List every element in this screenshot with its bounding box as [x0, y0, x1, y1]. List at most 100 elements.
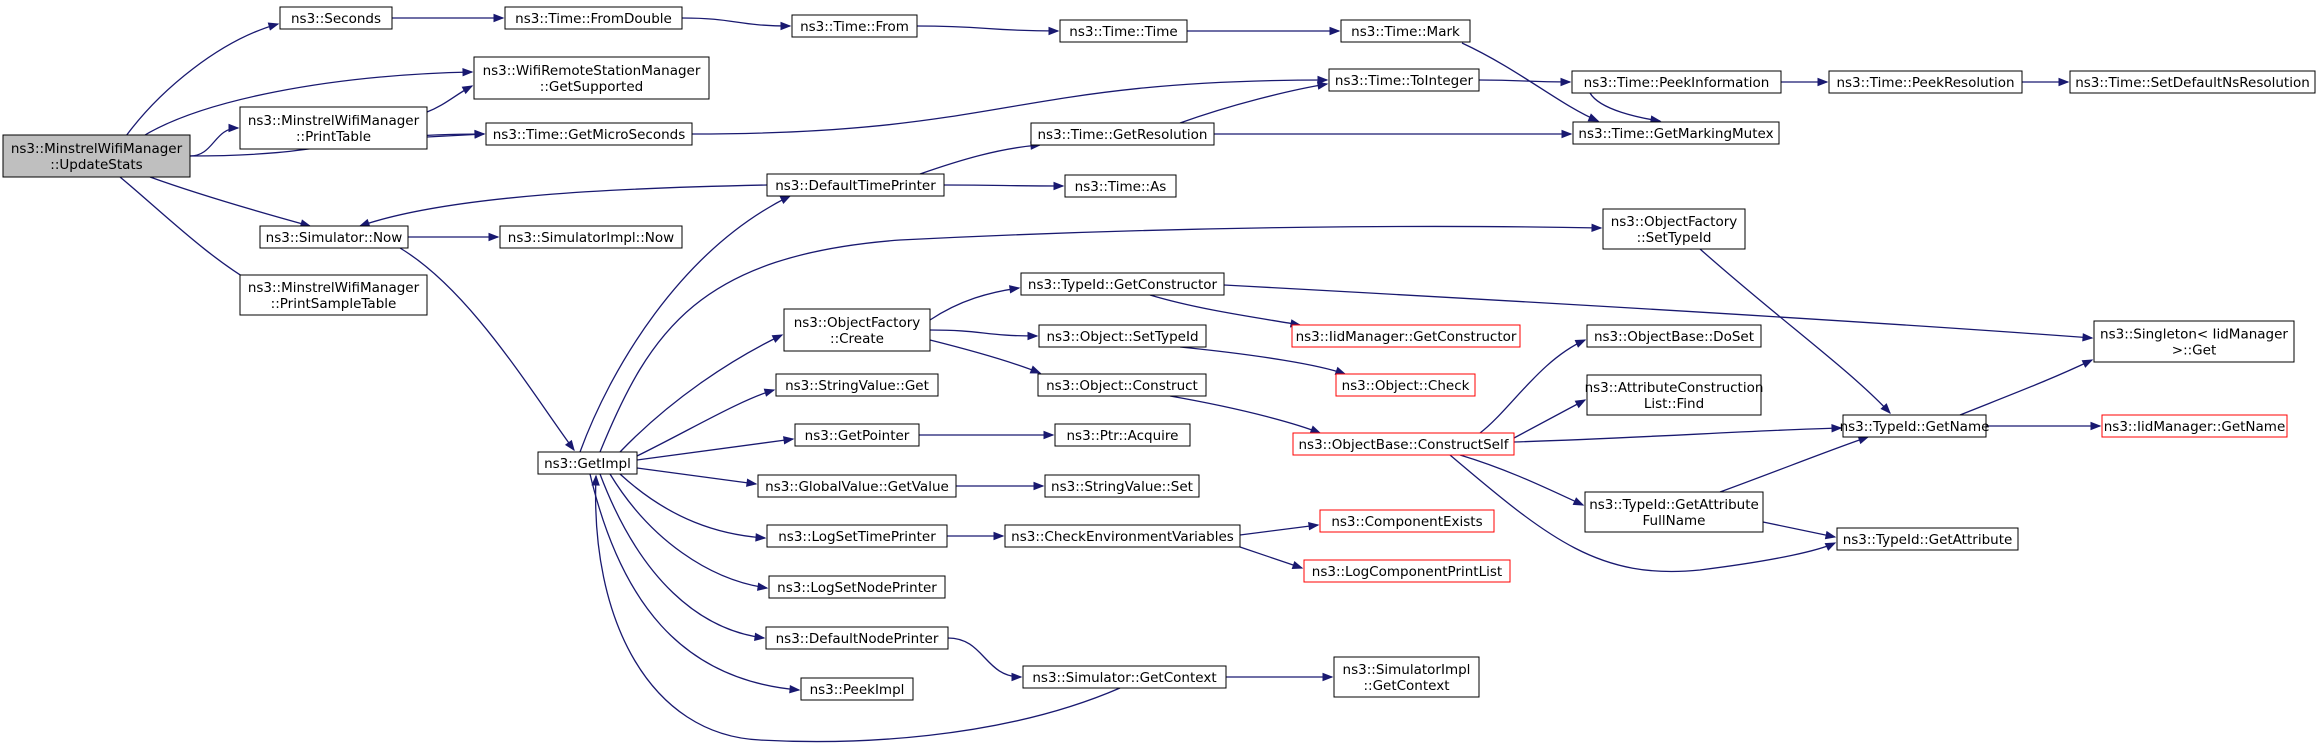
function-node-box[interactable] [239, 106, 428, 150]
function-node-box[interactable] [1328, 68, 1480, 92]
function-node-box[interactable] [279, 6, 393, 30]
function-node-box[interactable] [259, 225, 409, 249]
function-node-box[interactable] [1030, 122, 1215, 146]
function-node-getattribute[interactable]: ns3::TypeId::GetAttribute [1836, 527, 2019, 551]
function-node-getsupported[interactable]: ns3::WifiRemoteStationManager::GetSuppor… [473, 56, 710, 100]
function-node-box[interactable] [504, 6, 683, 30]
function-node-box[interactable] [1333, 656, 1480, 698]
function-node-box[interactable] [1340, 19, 1471, 43]
function-node-dosetnode[interactable]: ns3::ObjectBase::DoSet [1586, 324, 1762, 348]
function-node-box[interactable] [791, 14, 918, 38]
function-node-peekinfo[interactable]: ns3::Time::PeekInformation [1571, 70, 1782, 94]
function-node-ofcreate[interactable]: ns3::ObjectFactory::Create [783, 308, 931, 352]
function-node-box[interactable] [1038, 324, 1207, 348]
function-node-box[interactable] [757, 474, 957, 498]
function-node-box[interactable] [1586, 374, 1762, 416]
function-node-box[interactable] [775, 373, 939, 397]
function-node-box[interactable] [1836, 527, 2019, 551]
function-node-markingmutex[interactable]: ns3::Time::GetMarkingMutex [1572, 121, 1780, 145]
function-node-stringset[interactable]: ns3::StringValue::Set [1044, 474, 1200, 498]
function-node-time[interactable]: ns3::Time::Time [1059, 19, 1188, 43]
function-node-box[interactable] [1571, 70, 1782, 94]
function-node-box[interactable] [499, 225, 683, 249]
function-node-box[interactable] [485, 122, 693, 146]
function-node-getpointer[interactable]: ns3::GetPointer [794, 423, 920, 447]
function-node-iidgetconstructor[interactable]: ns3::IidManager::GetConstructor [1291, 324, 1521, 348]
function-node-simimplnow[interactable]: ns3::SimulatorImpl::Now [499, 225, 683, 249]
function-node-as[interactable]: ns3::Time::As [1064, 174, 1177, 198]
function-node-objcheck[interactable]: ns3::Object::Check [1335, 373, 1476, 397]
function-node-box[interactable] [768, 575, 946, 599]
function-node-simgetcontext[interactable]: ns3::Simulator::GetContext [1022, 665, 1227, 689]
function-node-simimplgetcontext[interactable]: ns3::SimulatorImpl::GetContext [1333, 656, 1480, 698]
function-node-logsetnode[interactable]: ns3::LogSetNodePrinter [768, 575, 946, 599]
function-node-box[interactable] [783, 308, 931, 352]
function-node-box[interactable] [1292, 432, 1515, 456]
function-node-logsettime[interactable]: ns3::LogSetTimePrinter [766, 524, 948, 548]
function-node-objsettypeid[interactable]: ns3::Object::SetTypeId [1038, 324, 1207, 348]
function-node-seconds[interactable]: ns3::Seconds [279, 6, 393, 30]
function-node-box[interactable] [1303, 559, 1511, 583]
function-node-box[interactable] [1044, 474, 1200, 498]
function-node-box[interactable] [794, 423, 920, 447]
function-node-defnodeprinter[interactable]: ns3::DefaultNodePrinter [765, 626, 949, 650]
function-node-getconstructor[interactable]: ns3::TypeId::GetConstructor [1020, 272, 1225, 296]
function-node-deftimeprinter[interactable]: ns3::DefaultTimePrinter [766, 173, 945, 197]
function-node-box[interactable] [1584, 491, 1764, 533]
function-node-box[interactable] [1059, 19, 1188, 43]
function-node-peekimpl[interactable]: ns3::PeekImpl [800, 677, 914, 701]
function-node-singleton[interactable]: ns3::Singleton< IidManager >::Get [2093, 320, 2295, 363]
function-node-fromdouble[interactable]: ns3::Time::FromDouble [504, 6, 683, 30]
function-node-printsample[interactable]: ns3::MinstrelWifiManager::PrintSampleTab… [239, 274, 428, 316]
function-node-objconstruct[interactable]: ns3::Object::Construct [1037, 373, 1207, 397]
function-node-from[interactable]: ns3::Time::From [791, 14, 918, 38]
function-node-getimpl[interactable]: ns3::GetImpl [537, 451, 638, 475]
function-node-simnow[interactable]: ns3::Simulator::Now [259, 225, 409, 249]
function-node-mark[interactable]: ns3::Time::Mark [1340, 19, 1471, 43]
function-node-box[interactable] [239, 274, 428, 316]
function-node-box[interactable] [1004, 524, 1241, 548]
function-node-box[interactable] [1022, 665, 1227, 689]
function-node-box[interactable] [1572, 121, 1780, 145]
function-node-gvgetvalue[interactable]: ns3::GlobalValue::GetValue [757, 474, 957, 498]
function-node-box[interactable] [537, 451, 638, 475]
function-node-iidgetname[interactable]: ns3::IidManager::GetName [2101, 414, 2288, 438]
function-node-logprintlist[interactable]: ns3::LogComponentPrintList [1303, 559, 1511, 583]
function-node-box[interactable] [1319, 509, 1495, 533]
function-node-box[interactable] [2069, 70, 2316, 94]
function-node-getres[interactable]: ns3::Time::GetResolution [1030, 122, 1215, 146]
function-node-box[interactable] [1037, 373, 1207, 397]
function-node-box[interactable] [2101, 414, 2288, 438]
function-node-getname[interactable]: ns3::TypeId::GetName [1840, 414, 1990, 438]
function-node-box[interactable] [766, 524, 948, 548]
function-node-box[interactable] [1828, 70, 2023, 94]
function-node-setdefault[interactable]: ns3::Time::SetDefaultNsResolution [2069, 70, 2316, 94]
function-node-printtable[interactable]: ns3::MinstrelWifiManager::PrintTable [239, 106, 428, 150]
function-node-box[interactable] [1020, 272, 1225, 296]
function-node-box[interactable] [2, 134, 191, 178]
function-node-box[interactable] [800, 677, 914, 701]
function-node-getmicro[interactable]: ns3::Time::GetMicroSeconds [485, 122, 693, 146]
function-node-box[interactable] [473, 56, 710, 100]
function-node-constructself[interactable]: ns3::ObjectBase::ConstructSelf [1292, 432, 1515, 456]
function-node-box[interactable] [765, 626, 949, 650]
function-node-componentexists[interactable]: ns3::ComponentExists [1319, 509, 1495, 533]
function-node-tointeger[interactable]: ns3::Time::ToInteger [1328, 68, 1480, 92]
function-node-box[interactable] [766, 173, 945, 197]
function-node-box[interactable] [1602, 208, 1746, 250]
function-node-checkenv[interactable]: ns3::CheckEnvironmentVariables [1004, 524, 1241, 548]
function-node-box[interactable] [1291, 324, 1521, 348]
function-node-settypeid[interactable]: ns3::ObjectFactory::SetTypeId [1602, 208, 1746, 250]
function-node-peekres[interactable]: ns3::Time::PeekResolution [1828, 70, 2023, 94]
function-node-box[interactable] [1335, 373, 1476, 397]
function-node-box[interactable] [1842, 414, 1987, 438]
function-node-box[interactable] [1054, 423, 1191, 447]
function-node-box[interactable] [1064, 174, 1177, 198]
function-node-box[interactable] [1586, 324, 1762, 348]
function-node-stringget[interactable]: ns3::StringValue::Get [775, 373, 939, 397]
function-node-update[interactable]: ns3::MinstrelWifiManager::UpdateStats [2, 134, 191, 178]
function-node-box[interactable] [2093, 320, 2295, 363]
function-node-acquire[interactable]: ns3::Ptr::Acquire [1054, 423, 1191, 447]
